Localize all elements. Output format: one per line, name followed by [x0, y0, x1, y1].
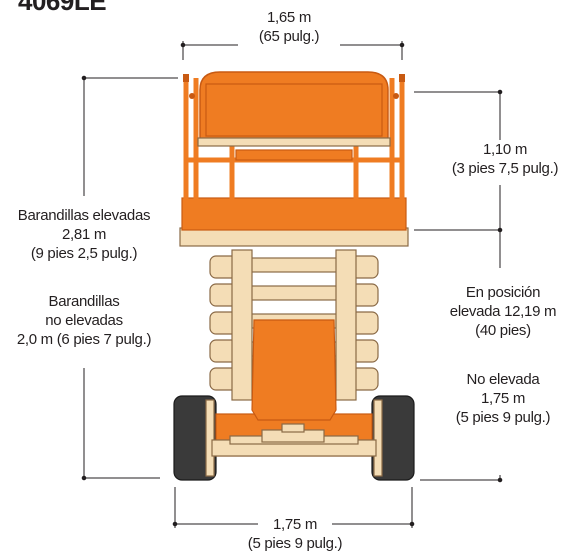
railing-height-metric: 1,10 m — [482, 141, 528, 158]
scissor-lift — [173, 71, 415, 481]
height-rails-down-line1: Barandillas — [48, 293, 120, 310]
overall-width-label: 1,75 m (5 pies 9 pulg.) — [233, 515, 357, 553]
railing-height-imperial: (3 pies 7,5 pulg.) — [451, 160, 559, 177]
height-rails-up-imperial: (9 pies 2,5 pulg.) — [30, 245, 138, 262]
overall-width-metric: 1,75 m — [272, 516, 318, 533]
platform-width-label: 1,65 m (65 pulg.) — [238, 8, 340, 46]
railing-height-label: 1,10 m (3 pies 7,5 pulg.) — [445, 140, 565, 178]
platform-height-lowered-imperial: (5 pies 9 pulg.) — [455, 409, 551, 426]
platform-deck — [179, 227, 409, 247]
dimension-lines — [81, 41, 503, 528]
platform-width-metric: 1,65 m — [266, 9, 312, 26]
platform-width-imperial: (65 pulg.) — [258, 28, 320, 45]
height-rails-down-line3: 2,0 m (6 pies 7 pulg.) — [16, 331, 152, 348]
height-rails-up-label: Barandillas elevadas 2,81 m (9 pies 2,5 … — [0, 206, 168, 263]
platform-height-lowered-metric: 1,75 m — [480, 390, 526, 407]
platform-height-raised-label: En posición elevada 12,19 m (40 pies) — [440, 283, 566, 340]
platform-height-raised-line1: En posición — [465, 284, 541, 301]
height-rails-up-title: Barandillas elevadas — [17, 207, 151, 224]
overall-width-imperial: (5 pies 9 pulg.) — [247, 535, 343, 552]
model-label: 4069LE — [18, 0, 107, 16]
platform-height-lowered-label: No elevada 1,75 m (5 pies 9 pulg.) — [440, 370, 566, 427]
platform-height-lowered-title: No elevada — [466, 371, 540, 388]
platform-height-raised-line3: (40 pies) — [475, 322, 531, 339]
height-rails-up-metric: 2,81 m — [61, 226, 107, 243]
height-rails-down-label: Barandillas no elevadas 2,0 m (6 pies 7 … — [0, 292, 168, 349]
height-rails-down-line2: no elevadas — [45, 312, 123, 329]
platform-height-raised-line2: elevada 12,19 m — [449, 303, 557, 320]
